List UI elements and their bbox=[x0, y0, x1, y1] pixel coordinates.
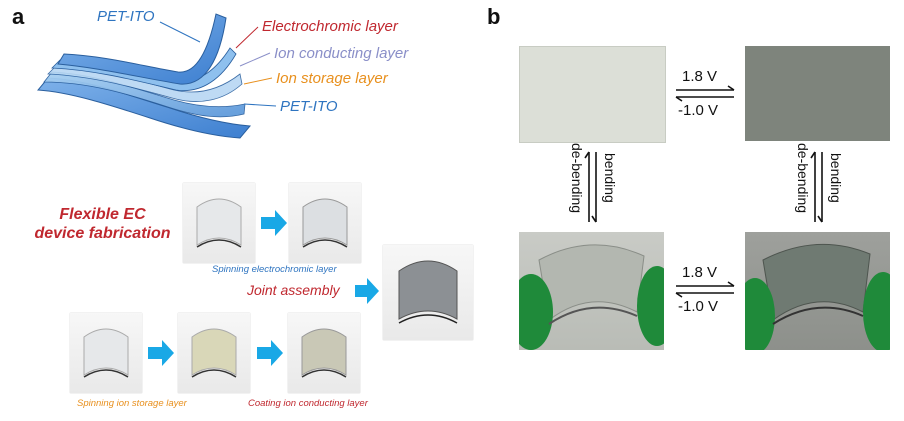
label-electrochromic-layer: Electrochromic layer bbox=[262, 18, 398, 35]
fabrication-title-line1: Flexible EC bbox=[59, 206, 146, 223]
process-arrows bbox=[148, 210, 379, 366]
layer-pet-top bbox=[57, 13, 227, 85]
film-bare-top-shape bbox=[196, 198, 242, 248]
label-ion-storage-layer: Ion storage layer bbox=[276, 70, 388, 87]
film-electrochromic bbox=[289, 183, 361, 263]
photo-flat-bleached bbox=[519, 46, 666, 143]
label-pet-ito-bottom: PET-ITO bbox=[280, 98, 338, 115]
label-ion-conducting-layer: Ion conducting layer bbox=[274, 45, 409, 62]
caption-joint-assembly: Joint assembly bbox=[247, 282, 340, 298]
caption-coating-ion-conducting: Coating ion conducting layer bbox=[248, 398, 368, 409]
arrow-to-assembly bbox=[355, 278, 379, 304]
label-pet-ito-top: PET-ITO bbox=[97, 8, 155, 25]
film-bare-top bbox=[183, 183, 255, 263]
photo-bent-colored bbox=[745, 232, 890, 350]
caption-spinning-ion-storage: Spinning ion storage layer bbox=[77, 398, 187, 409]
film-ion-conducting-shape bbox=[301, 328, 347, 378]
film-electrochromic-shape bbox=[302, 198, 348, 248]
arrow-to-ion-conducting bbox=[257, 340, 283, 366]
film-assembled-shape bbox=[398, 260, 458, 324]
bottom-reverse-voltage: -1.0 V bbox=[678, 298, 719, 315]
bottom-forward-voltage: 1.8 V bbox=[682, 264, 718, 281]
photo-flat-colored bbox=[745, 46, 890, 141]
arrow-to-ion-storage bbox=[148, 340, 174, 366]
leader-lines bbox=[159, 21, 277, 107]
caption-spinning-electrochromic: Spinning electrochromic layer bbox=[212, 264, 337, 275]
film-ion-conducting bbox=[288, 313, 360, 393]
top-forward-voltage: 1.8 V bbox=[682, 68, 718, 85]
fabrication-title: Flexible EC device fabrication bbox=[20, 205, 185, 243]
left-debending-label: de-bending bbox=[569, 143, 585, 214]
right-bending-label: bending bbox=[828, 153, 844, 203]
photo-bent-bleached bbox=[519, 232, 664, 350]
film-assembled-device bbox=[383, 245, 473, 340]
film-ion-storage bbox=[178, 313, 250, 393]
left-bending-label: bending bbox=[602, 153, 618, 203]
photo-bent-bleached-scene bbox=[519, 244, 664, 350]
top-reverse-voltage: -1.0 V bbox=[678, 102, 719, 119]
film-ion-storage-shape bbox=[191, 328, 237, 378]
photo-bent-colored-scene bbox=[745, 243, 890, 350]
right-debending-label: de-bending bbox=[795, 143, 811, 214]
fabrication-title-line2: device fabrication bbox=[34, 225, 171, 242]
film-bare-bottom-shape bbox=[83, 328, 129, 378]
layer-stack-illustration bbox=[36, 13, 252, 139]
panel-a-label: a bbox=[12, 4, 25, 29]
arrow-to-electrochromic bbox=[261, 210, 287, 236]
film-bare-bottom bbox=[70, 313, 142, 393]
panel-b-label: b bbox=[487, 4, 501, 29]
